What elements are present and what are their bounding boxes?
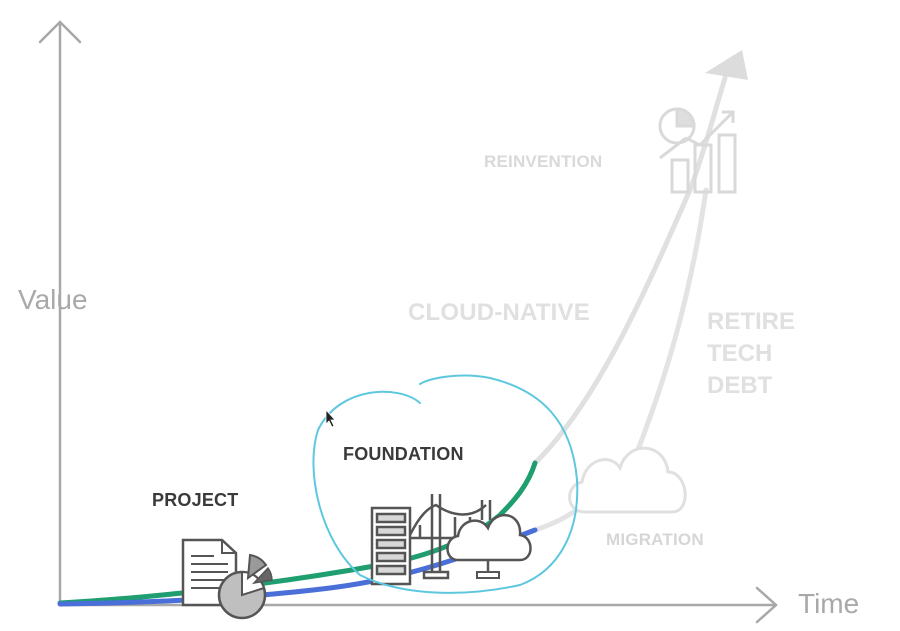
cloud-native-path: [532, 75, 728, 466]
foundation-label: FOUNDATION: [343, 444, 464, 464]
project-label: PROJECT: [152, 490, 239, 510]
pie-chart-icon: [217, 553, 273, 620]
retire-tech-debt-path: [633, 187, 709, 458]
server-rack-icon: [370, 506, 412, 586]
retire-line: RETIRE: [707, 308, 796, 335]
x-axis: [58, 586, 778, 624]
cloud-native-label: CLOUD-NATIVE: [408, 299, 590, 326]
tech-line: TECH: [707, 340, 773, 367]
x-axis-label: Time: [798, 588, 860, 619]
migration-cloud-icon: [568, 446, 687, 514]
cloud-icon: [446, 513, 532, 579]
growth-chart-icon: [658, 107, 737, 194]
annotation-circle: [312, 374, 579, 594]
mouse-cursor-icon: [325, 408, 336, 428]
y-axis-label: Value: [18, 284, 88, 315]
growth-arrowhead-icon: [705, 50, 748, 80]
reinvention-label: REINVENTION: [484, 152, 603, 171]
migration-label: MIGRATION: [606, 530, 704, 549]
debt-line: DEBT: [707, 372, 773, 399]
y-axis: [38, 20, 82, 607]
retire-tech-debt-label: RETIRE TECH DEBT: [707, 306, 795, 402]
